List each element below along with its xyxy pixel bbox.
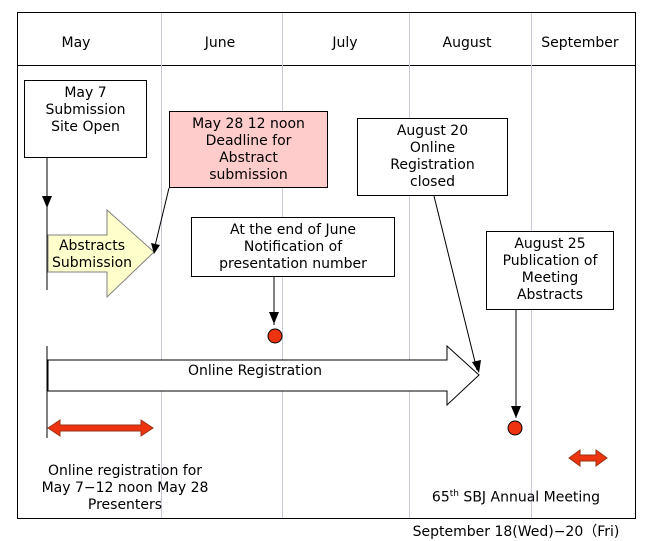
month-july: July xyxy=(332,35,358,51)
presenter-registration-arrow xyxy=(47,419,154,437)
annual-meeting-label: 65th SBJ Annual Meeting September 18(Wed… xyxy=(400,469,632,541)
meeting-name: SBJ Annual Meeting xyxy=(458,489,601,506)
meeting-number: 65 xyxy=(431,489,450,506)
meeting-suffix: th xyxy=(449,489,459,499)
abstracts-submission-arrow xyxy=(47,208,155,299)
month-divider-june xyxy=(161,13,162,518)
presenters-registration-label: Online registration for Presenters xyxy=(20,446,230,514)
meeting-arrow xyxy=(568,449,608,467)
registration-closed-box: August 20 Online Registration closed xyxy=(357,118,508,196)
deadline-arrowhead xyxy=(151,243,160,254)
month-august: August xyxy=(442,35,492,51)
registration-closed-arrowhead xyxy=(472,360,481,373)
deadline-connector xyxy=(154,187,170,247)
month-divider-august xyxy=(409,13,410,518)
abstracts-submission-label: Abstracts Submission xyxy=(51,238,133,271)
publication-arrowhead xyxy=(511,406,521,418)
may7-arrowhead xyxy=(42,196,52,208)
presenters-line2: Presenters xyxy=(87,497,163,513)
month-may: May xyxy=(61,35,91,51)
notification-marker xyxy=(267,328,283,344)
publication-marker xyxy=(507,420,523,436)
presenters-dates: May 7−12 noon May 28 xyxy=(41,480,209,496)
abstract-deadline-box: May 28 12 noon Deadline for Abstract sub… xyxy=(169,111,328,188)
timeline-frame xyxy=(17,12,636,519)
online-registration-arrow xyxy=(47,344,480,407)
online-registration-label: Online Registration xyxy=(187,363,323,379)
month-september: September xyxy=(541,35,619,51)
publication-box: August 25 Publication of Meeting Abstrac… xyxy=(486,231,614,310)
registration-closed-connector xyxy=(433,195,478,371)
submission-open-box: May 7 Submission Site Open xyxy=(24,80,147,158)
month-june: June xyxy=(204,35,236,51)
header-divider xyxy=(17,65,636,66)
notification-box: At the end of June Notification of prese… xyxy=(191,217,395,277)
meeting-dates: September 18(Wed)−20（Fri) xyxy=(412,523,620,540)
notification-arrowhead xyxy=(269,312,279,324)
presenters-line1: Online registration for xyxy=(47,463,203,479)
